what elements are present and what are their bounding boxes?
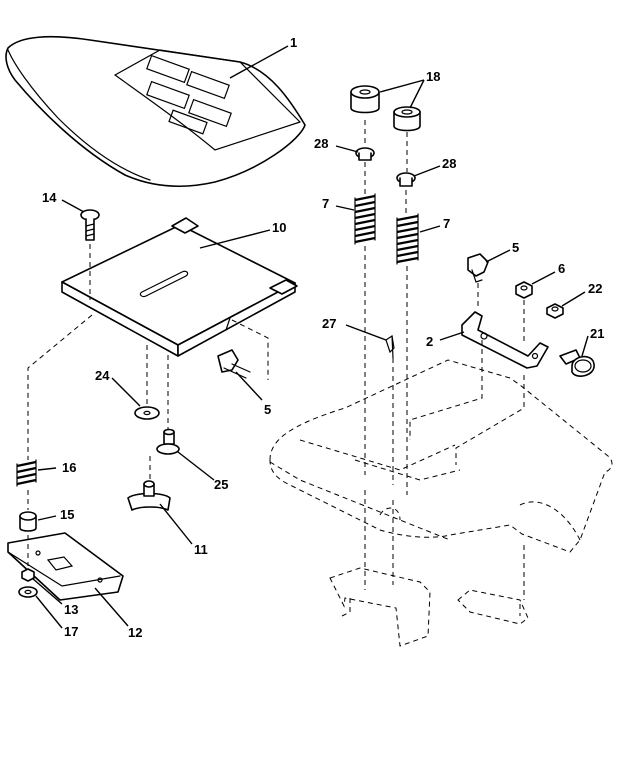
seat-pan-part <box>61 217 298 357</box>
carriage-bolt-part <box>80 209 100 241</box>
callout-5-lower: 5 <box>264 402 271 417</box>
clip-lower-part <box>217 349 251 379</box>
callout-7-right: 7 <box>443 216 450 231</box>
spacer-right-part <box>393 106 421 132</box>
bushing-part <box>19 511 37 532</box>
knob-part <box>559 349 595 377</box>
leader-lines <box>31 45 589 629</box>
spacer-left-part <box>350 85 380 114</box>
callout-28-left: 28 <box>314 136 328 151</box>
adjustment-knob-part <box>127 480 171 511</box>
callout-22: 22 <box>588 281 602 296</box>
alignment-lines <box>27 120 525 600</box>
callout-10: 10 <box>272 220 286 235</box>
spring-right-part <box>396 213 419 265</box>
small-spring-part <box>16 459 37 487</box>
spring-left-part <box>354 193 376 245</box>
seat-part <box>5 35 306 187</box>
callout-28-right: 28 <box>442 156 456 171</box>
callout-7-left: 7 <box>322 196 329 211</box>
callout-5-upper: 5 <box>512 240 519 255</box>
callout-27: 27 <box>322 316 336 331</box>
hex-nut-part <box>21 568 35 582</box>
callout-24: 24 <box>95 368 110 383</box>
washer-right-part <box>396 172 416 187</box>
callout-21: 21 <box>590 326 604 341</box>
callout-18: 18 <box>426 69 440 84</box>
clip-upper-part <box>467 253 489 283</box>
nut-part <box>515 281 533 299</box>
callout-labels: 1 18 28 28 7 7 14 10 5 6 22 27 2 21 5 24… <box>42 35 604 640</box>
callout-13: 13 <box>64 602 78 617</box>
flat-washer-part <box>134 406 160 420</box>
callout-15: 15 <box>60 507 74 522</box>
fender-frame-reference <box>269 359 613 647</box>
callout-6: 6 <box>558 261 565 276</box>
washer-left-part <box>355 147 375 161</box>
pin-part <box>385 334 395 359</box>
callout-17: 17 <box>64 624 78 639</box>
bottom-washer-part <box>18 586 38 598</box>
callout-12: 12 <box>128 625 142 640</box>
callout-11: 11 <box>194 542 208 557</box>
callout-16: 16 <box>62 460 76 475</box>
callout-2: 2 <box>426 334 433 349</box>
bracket-part <box>461 311 549 369</box>
pivot-bolt-part <box>156 428 180 455</box>
callout-1: 1 <box>290 35 297 50</box>
slide-plate-part <box>7 532 124 601</box>
callout-25: 25 <box>214 477 228 492</box>
callout-14: 14 <box>42 190 57 205</box>
lock-washer-part <box>546 303 564 319</box>
